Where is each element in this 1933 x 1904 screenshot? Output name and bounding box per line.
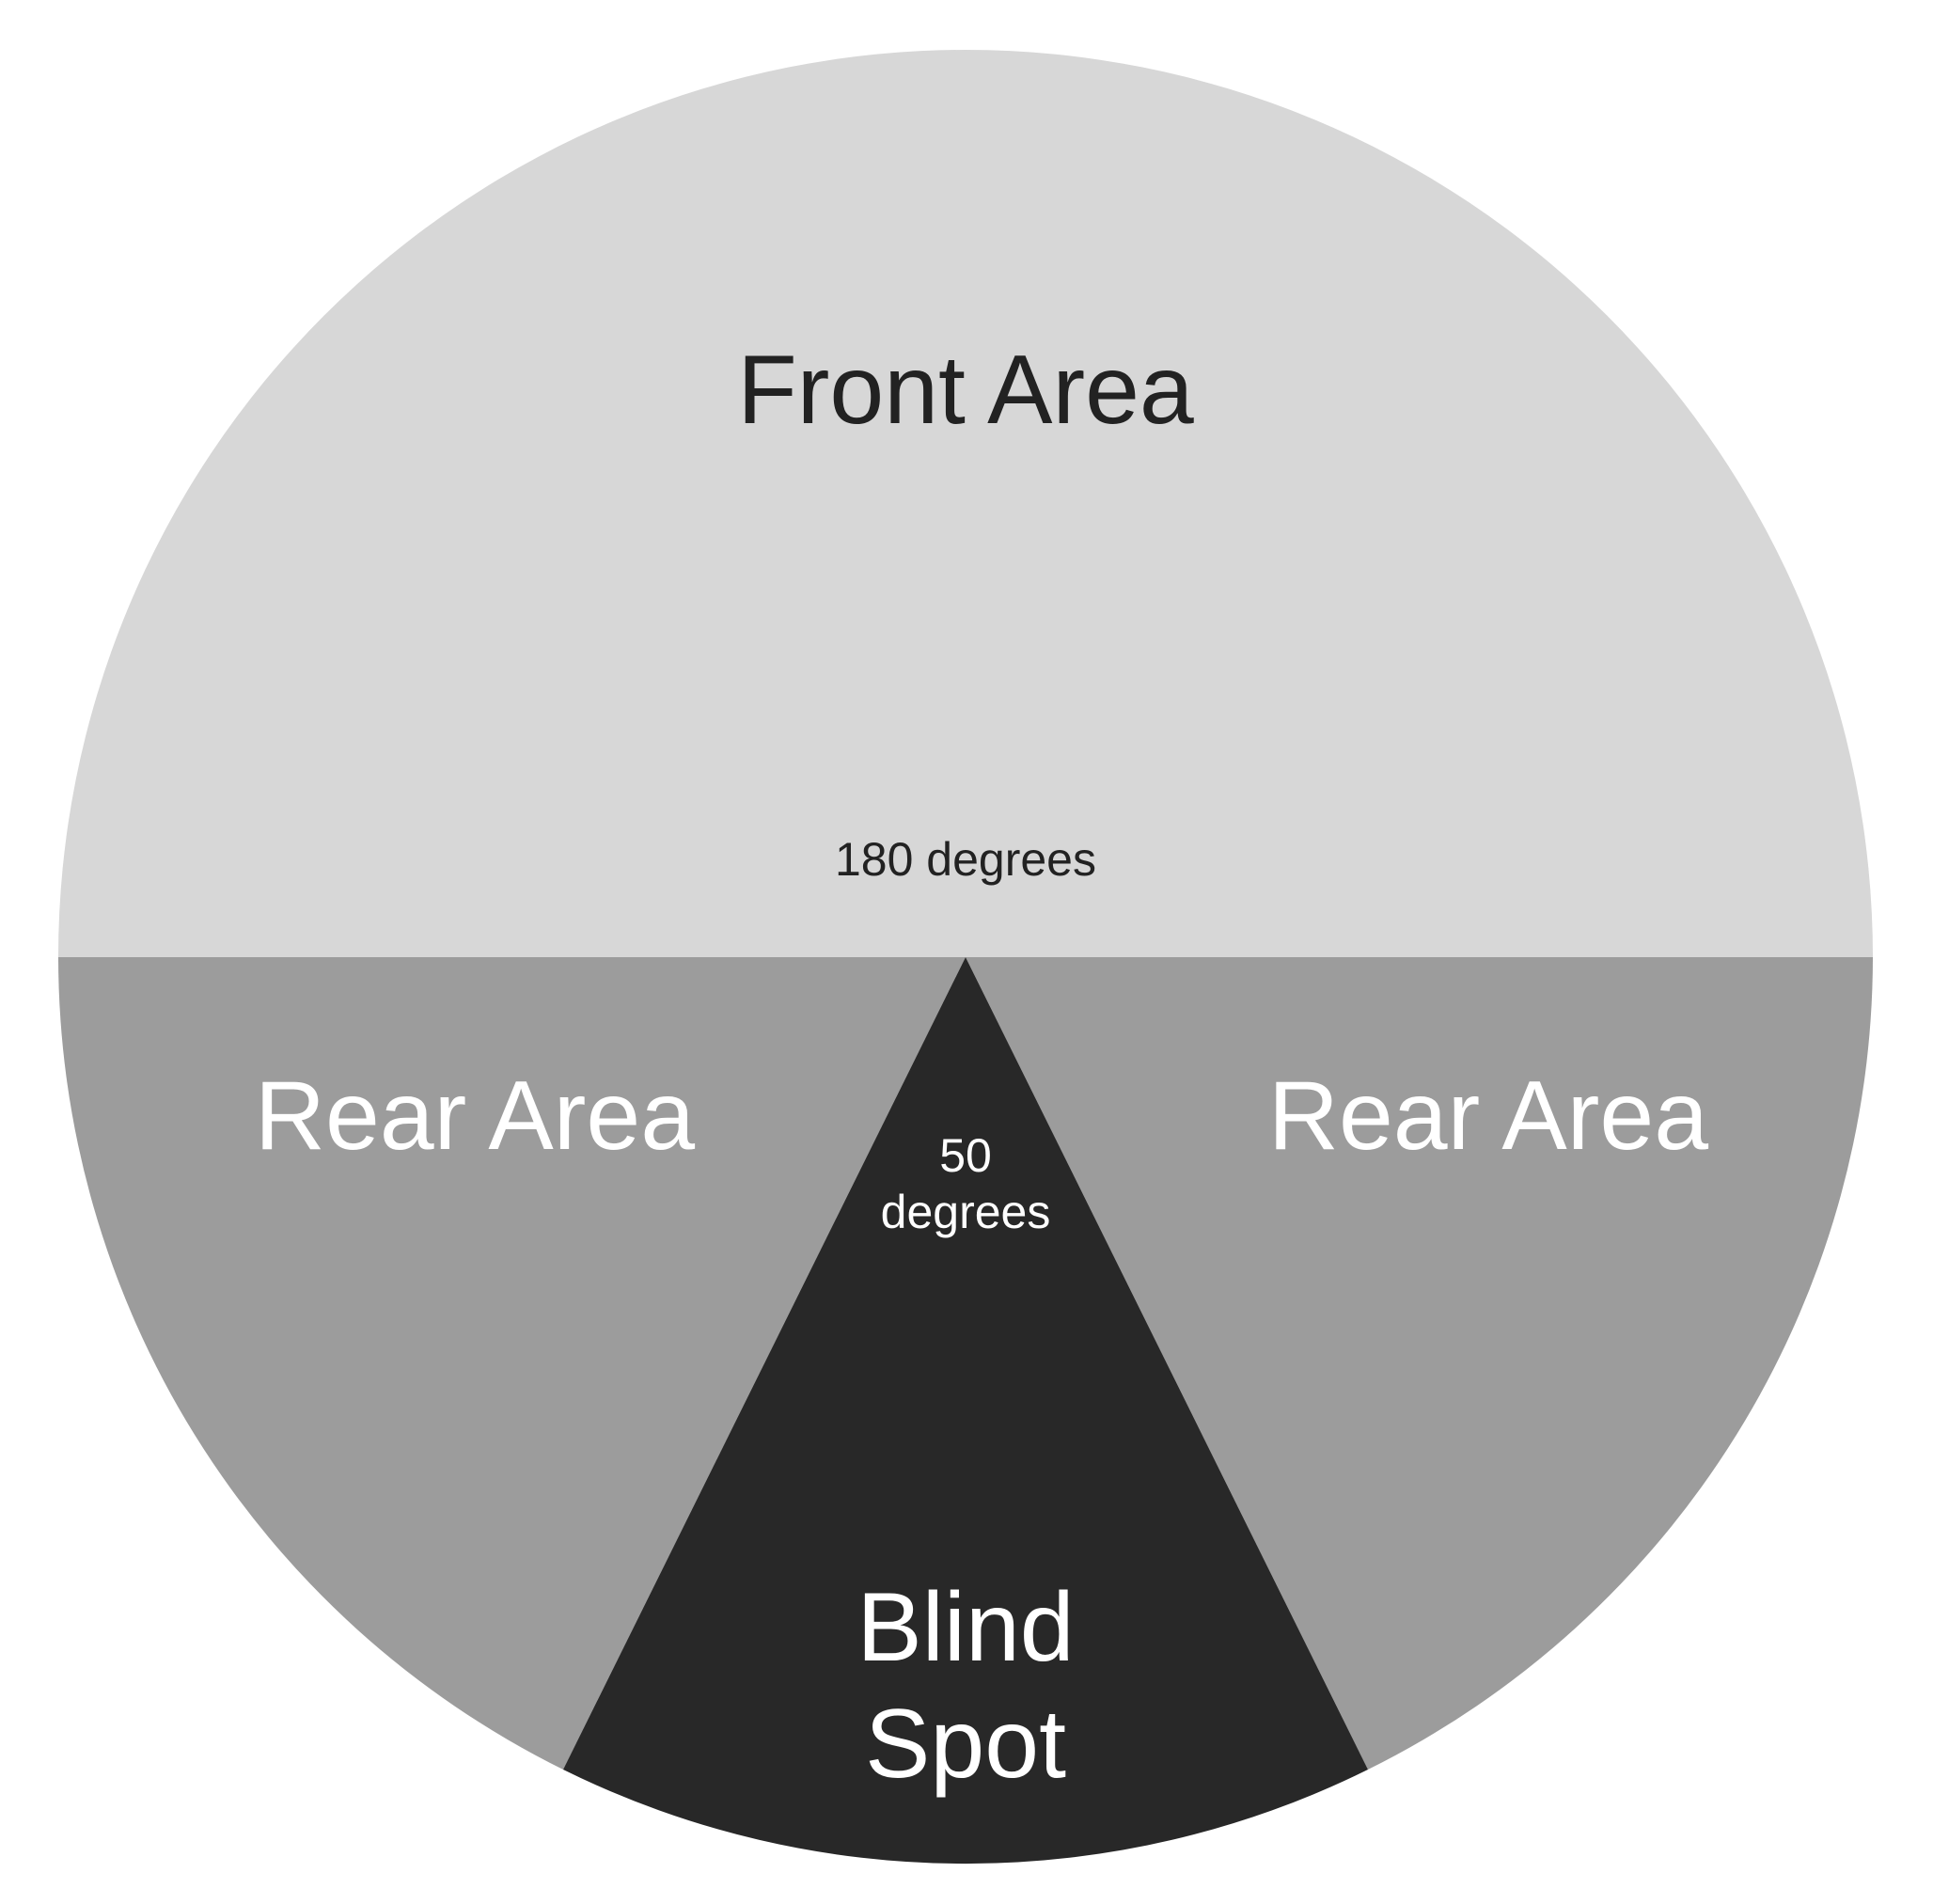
blind-spot-angle-unit: degrees <box>881 1186 1051 1238</box>
rear-area-right-label: Rear Area <box>1268 1062 1708 1171</box>
rear-area-left-label: Rear Area <box>255 1062 695 1171</box>
blind-spot-label-line1: Blind <box>856 1573 1074 1682</box>
blind-spot-angle-value: 50 <box>939 1129 992 1182</box>
blind-spot-segment <box>563 957 1368 1865</box>
front-angle-label: 180 degrees <box>835 833 1096 886</box>
rear-area-right-segment <box>966 957 1873 1770</box>
front-area-label: Front Area <box>737 336 1194 445</box>
front-area-segment <box>58 50 1873 957</box>
rear-area-left-segment <box>58 957 966 1770</box>
blind-spot-label-line2: Spot <box>865 1690 1066 1799</box>
